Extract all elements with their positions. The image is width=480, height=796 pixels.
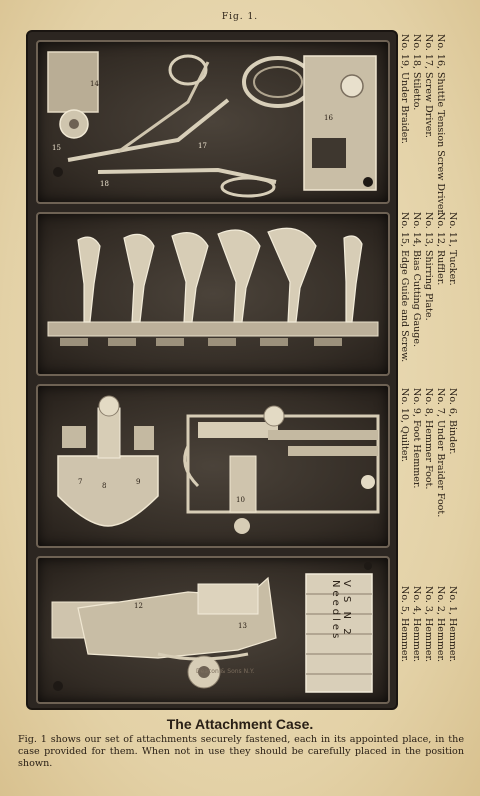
caption-line: No. 4, Hemmer. — [411, 586, 422, 663]
hemmers-drawing — [47, 227, 379, 346]
tools-drawing — [47, 51, 377, 198]
caption-line: No. 18, Stiletto. — [411, 34, 422, 111]
part-number-8: 8 — [102, 482, 107, 490]
caption-panel-3: No. 6, Binder. No. 7, Under Braider Foot… — [398, 388, 458, 517]
part-number-7: 7 — [78, 478, 83, 486]
case-panel-ruffler: 12 13 V S N 2 Needles — [36, 556, 390, 704]
section-heading: The Attachment Case. — [166, 716, 314, 732]
ruffler-drawing — [51, 562, 373, 693]
caption-line: No. 10, Quilter. — [399, 388, 410, 462]
figure-label: Fig. 1. — [221, 12, 259, 22]
caption-line: No. 6, Binder. — [447, 388, 458, 455]
part-number-15: 15 — [52, 144, 61, 152]
caption-line: No. 11, Tucker. — [447, 212, 458, 286]
caption-line: No. 1, Hemmer. — [447, 586, 458, 663]
part-number-17: 17 — [198, 142, 207, 150]
part-number-9: 9 — [136, 478, 141, 486]
caption-line: No. 15, Edge Guide and Screw. — [399, 212, 410, 363]
caption-panel-2: No. 11, Tucker. No. 12, Ruffler. No. 13,… — [398, 212, 458, 362]
part-number-10: 10 — [236, 496, 245, 504]
case-panel-tools: 14 15 16 17 18 — [36, 40, 390, 204]
caption-line: No. 12, Ruffler. — [435, 212, 446, 286]
needle-box-label: V S N 2 Needles — [330, 580, 352, 642]
attachment-case-illustration: 14 15 16 17 18 — [26, 30, 398, 710]
caption-line: No. 3, Hemmer. — [423, 586, 434, 663]
caption-line: No. 2, Hemmer. — [435, 586, 446, 663]
caption-line: No. 8, Hemmer Foot. — [423, 388, 434, 490]
body-paragraph: Fig. 1 shows our set of attachments secu… — [18, 734, 464, 769]
part-number-13: 13 — [238, 622, 247, 630]
part-number-16: 16 — [324, 114, 333, 122]
case-panel-feet: 7 8 9 10 — [36, 384, 390, 548]
caption-line: No. 9, Foot Hemmer. — [411, 388, 422, 489]
engraver-mark: Deacon & Sons N.Y. — [196, 668, 255, 675]
part-number-14: 14 — [90, 80, 99, 88]
case-panel-hemmers — [36, 212, 390, 376]
caption-line: No. 19, Under Braider. — [399, 34, 410, 144]
caption-line: No. 7, Under Braider Foot. — [435, 388, 446, 518]
part-number-12: 12 — [134, 602, 143, 610]
caption-line: No. 17, Screw Driver. — [423, 34, 434, 138]
caption-line: No. 5, Hemmer. — [399, 586, 410, 663]
caption-line: No. 13, Shirring Plate. — [423, 212, 434, 321]
feet-drawing — [57, 395, 380, 534]
part-number-18: 18 — [100, 180, 109, 188]
caption-panel-1: No. 16, Shuttle Tension Screw Driver. No… — [398, 34, 446, 216]
caption-panel-4: No. 1, Hemmer. No. 2, Hemmer. No. 3, Hem… — [398, 586, 458, 662]
caption-line: No. 14, Bias Cutting Gauge. — [411, 212, 422, 347]
caption-line: No. 16, Shuttle Tension Screw Driver. — [435, 34, 446, 217]
